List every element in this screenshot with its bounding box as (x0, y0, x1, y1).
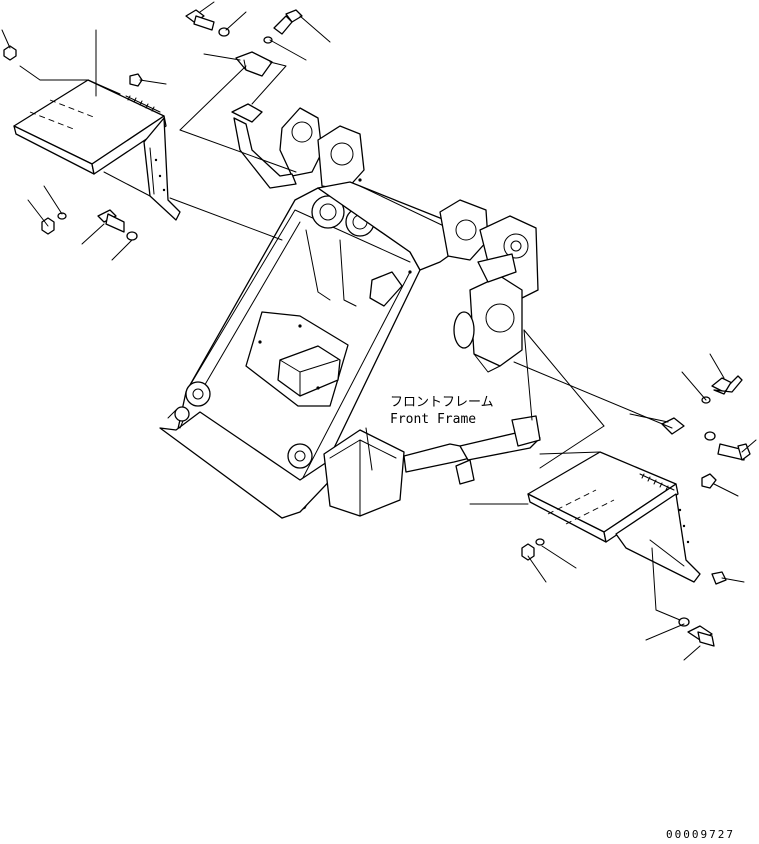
front-frame (159, 107, 541, 519)
front-frame-callout: フロントフレーム Front Frame (390, 395, 494, 427)
right-step-assembly (469, 329, 757, 661)
callout-english: Front Frame (390, 412, 476, 427)
callout-japanese: フロントフレーム (390, 395, 494, 410)
drawing-number: 00009727 (666, 828, 735, 841)
left-step-assembly (1, 29, 181, 261)
top-bolt-set (169, 1, 331, 241)
